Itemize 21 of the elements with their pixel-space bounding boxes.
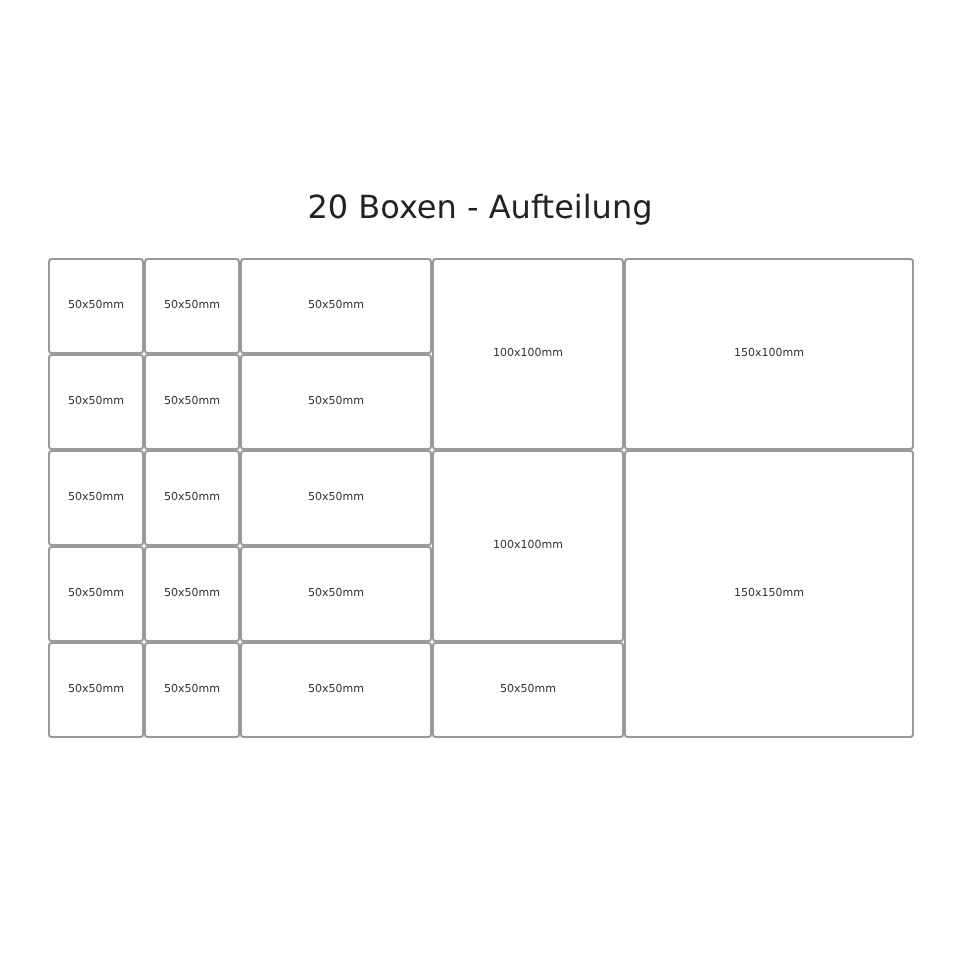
compartment-box (144, 258, 240, 354)
compartment-box (240, 258, 432, 354)
compartment-box (240, 546, 432, 642)
compartment-box (144, 546, 240, 642)
compartment-box (432, 258, 624, 450)
compartment-box (48, 450, 144, 546)
compartment-box (240, 642, 432, 738)
compartment-box (144, 642, 240, 738)
compartment-box (144, 450, 240, 546)
compartment-box (48, 354, 144, 450)
compartment-box (240, 354, 432, 450)
compartment-box (432, 450, 624, 642)
compartment-box (624, 450, 914, 738)
compartment-box (624, 258, 914, 450)
diagram-title: 20 Boxen - Aufteilung (305, 188, 655, 226)
compartment-box (240, 450, 432, 546)
compartment-box (144, 354, 240, 450)
compartment-box (48, 642, 144, 738)
compartment-box (48, 258, 144, 354)
compartment-box (48, 546, 144, 642)
compartment-box (432, 642, 624, 738)
